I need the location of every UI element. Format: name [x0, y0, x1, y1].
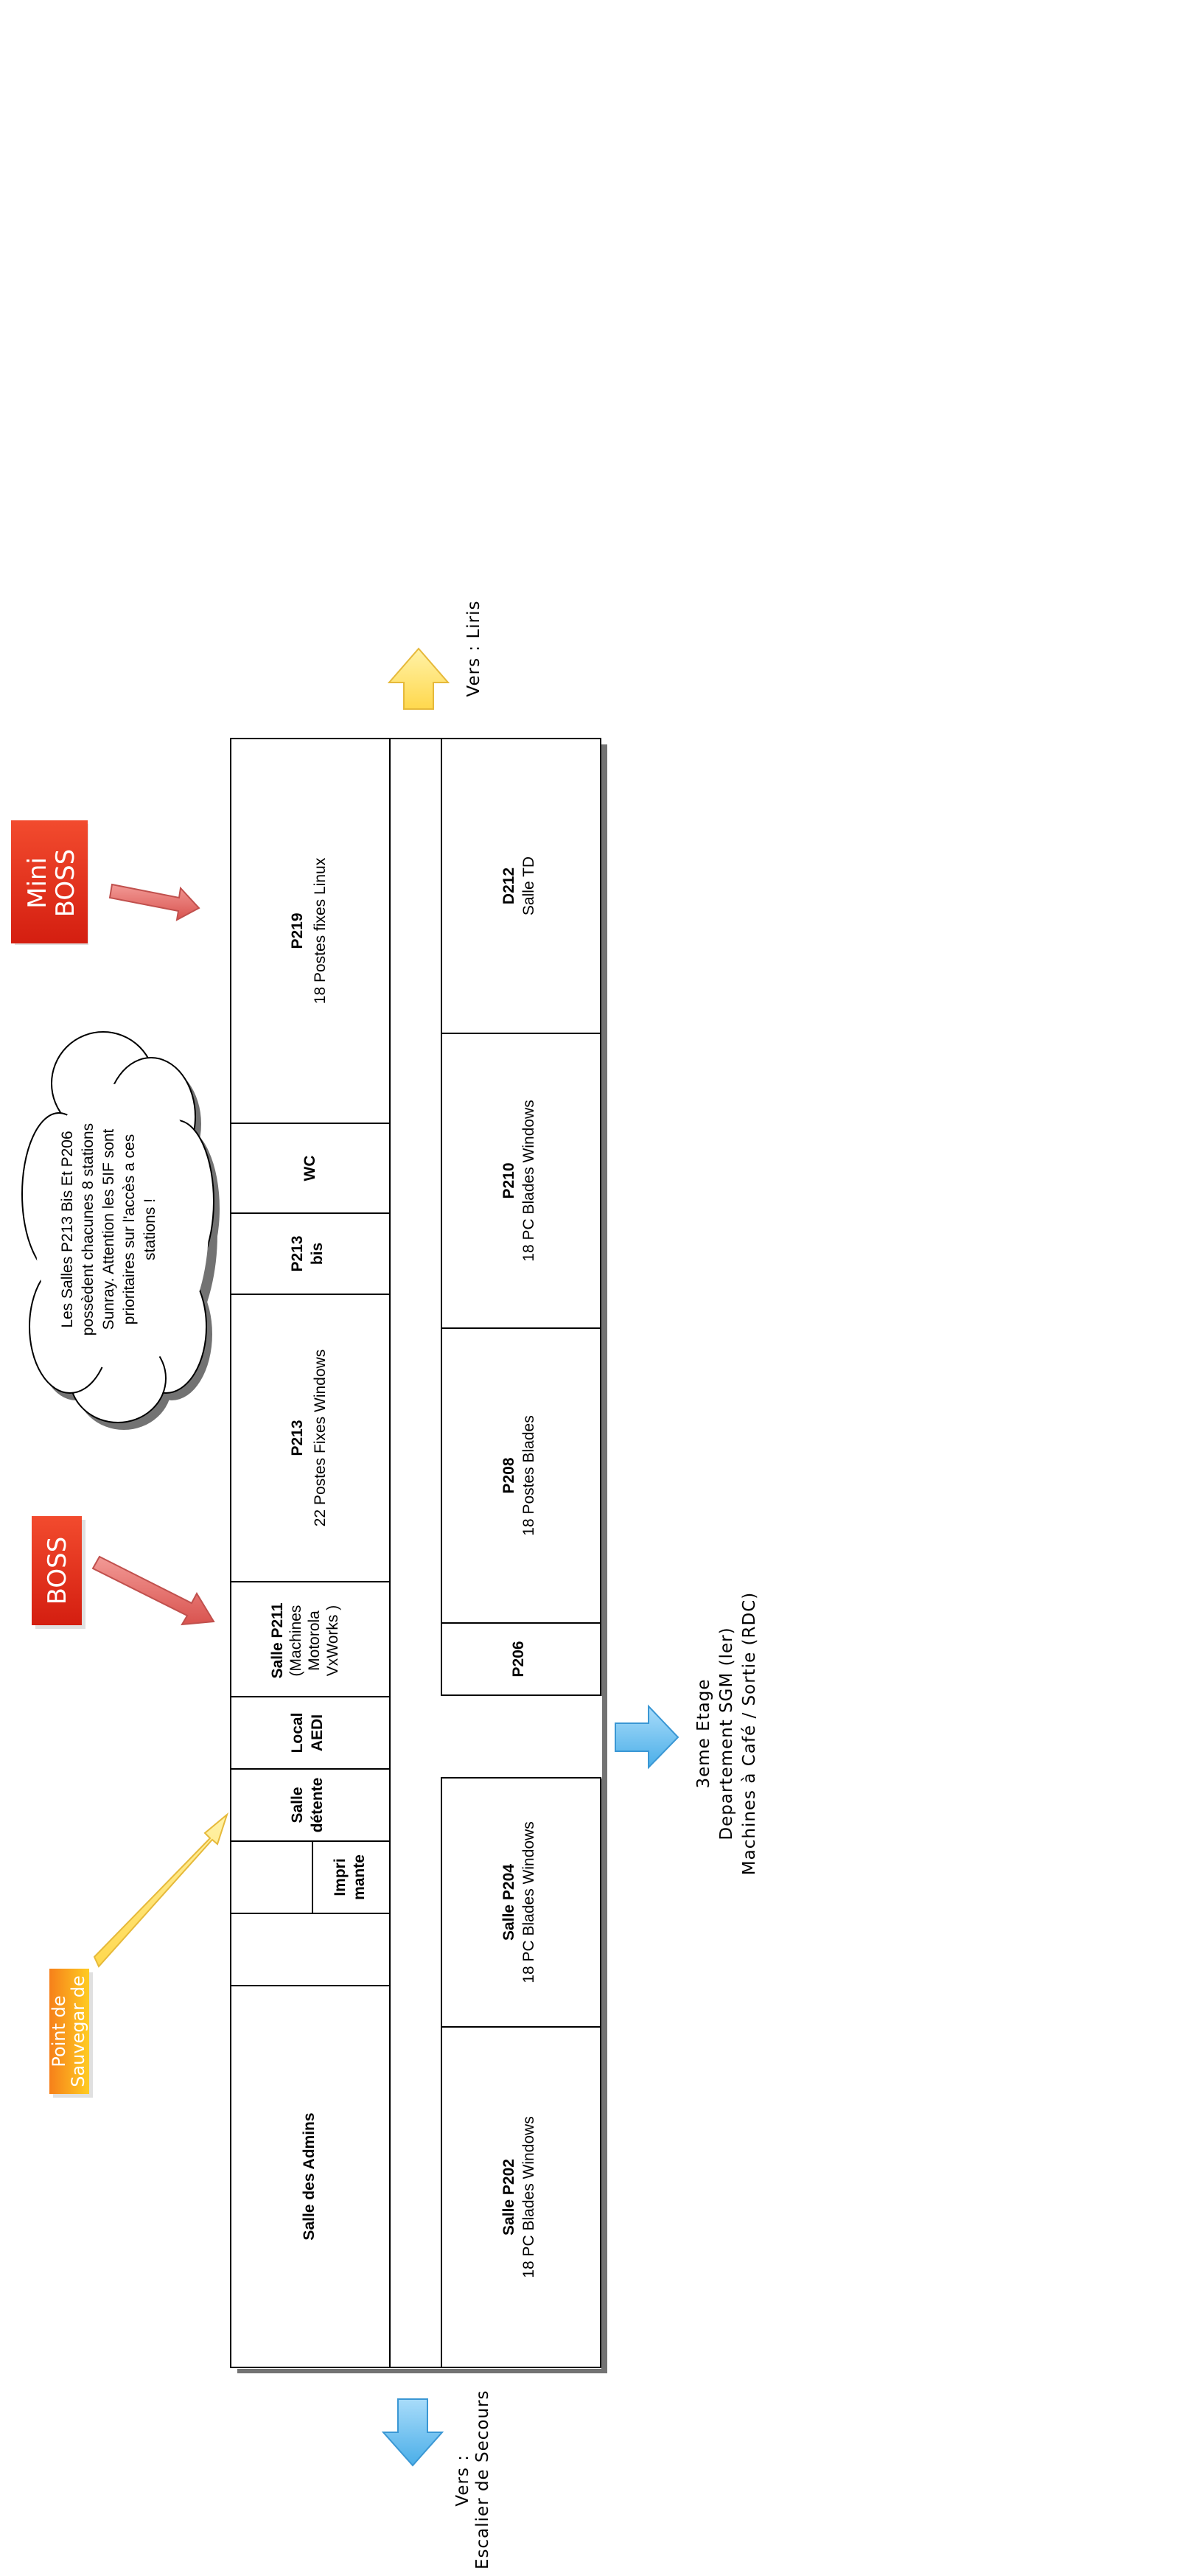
room-p211: Salle P211 (Machines Motorola VxWorks )	[230, 1581, 391, 1697]
boss-text: BOSS	[43, 1537, 72, 1605]
direction-liris: Vers : Liris	[464, 601, 483, 697]
p202-title: Salle P202	[500, 2159, 517, 2235]
room-p219: P219 18 Postes fixes Linux	[230, 738, 391, 1124]
room-p204: Salle P204 18 PC Blades Windows	[441, 1777, 601, 2028]
detente-line2: détente	[309, 1778, 326, 1833]
point-line2: Sauvegar de	[68, 1975, 88, 2087]
cloud-line-3: Sunray. Attention les 5IF sont	[100, 1128, 117, 1330]
direction-etage-line1: 3eme Etage	[694, 1678, 713, 1788]
room-p213-bis: P213 bis	[230, 1212, 391, 1295]
p202-subtitle: 18 PC Blades Windows	[520, 2116, 537, 2277]
p208-title: P208	[500, 1457, 517, 1493]
p211-line2: Motorola	[306, 1610, 323, 1671]
room-local-aedi: Local AEDI	[230, 1696, 391, 1770]
point-de-sauvegarde-badge: Point de Sauvegar de	[49, 1969, 93, 2098]
room-p210: P210 18 PC Blades Windows	[441, 1033, 601, 1329]
arrow-down-icon	[381, 2398, 444, 2467]
direction-etage-line3: Machines à Café / Sortie (RDC)	[740, 1592, 759, 1875]
room-wc: WC	[230, 1123, 391, 1214]
mini-boss-badge: Mini BOSS	[11, 820, 88, 945]
p213bis-line2: bis	[309, 1243, 326, 1265]
cloud-line-2: possèdent chacunes 8 stations	[80, 1123, 97, 1336]
p211-line1: (Machines	[287, 1605, 304, 1677]
red-arrow-icon	[108, 883, 200, 921]
wc-title: WC	[301, 1156, 318, 1181]
p208-subtitle: 18 Postes Blades	[520, 1415, 537, 1535]
p204-subtitle: 18 PC Blades Windows	[520, 1821, 537, 1983]
aedi-line1: Local	[289, 1713, 306, 1753]
p211-title: Salle P211	[269, 1602, 286, 1678]
room-d212: D212 Salle TD	[441, 738, 601, 1034]
mini-boss-line2: BOSS	[51, 849, 80, 918]
room-p208: P208 18 Postes Blades	[441, 1327, 601, 1624]
room-p202: Salle P202 18 PC Blades Windows	[441, 2026, 601, 2368]
room-p206: P206	[441, 1622, 601, 1696]
p206-title: P206	[510, 1641, 527, 1677]
p219-title: P219	[289, 912, 306, 949]
gap-entrance	[440, 1696, 602, 1779]
room-imprimante: Impri mante	[230, 1840, 391, 1986]
p219-subtitle: 18 Postes fixes Linux	[312, 857, 329, 1004]
direction-secours-line2: Escalier de Secours	[473, 2390, 492, 2570]
p213-subtitle: 22 Postes Fixes Windows	[312, 1350, 329, 1526]
aedi-line2: AEDI	[309, 1714, 326, 1751]
room-p213: P213 22 Postes Fixes Windows	[230, 1294, 391, 1582]
p210-subtitle: 18 PC Blades Windows	[520, 1100, 537, 1261]
room-salle-des-admins: Salle des Admins	[230, 1985, 391, 2368]
p213-title: P213	[289, 1420, 306, 1456]
boss-badge: BOSS	[32, 1516, 85, 1629]
red-arrow-icon	[91, 1555, 215, 1626]
mini-boss-line1: Mini	[23, 857, 52, 909]
d212-title: D212	[500, 868, 517, 904]
direction-etage-line2: Departement SGM (ler)	[717, 1627, 736, 1840]
d212-subtitle: Salle TD	[520, 856, 537, 915]
p211-line3: VxWorks )	[324, 1605, 341, 1676]
yellow-arrow-icon	[93, 1812, 229, 1968]
room-salle-detente: Salle détente	[230, 1768, 391, 1842]
point-line1: Point de	[49, 1995, 69, 2067]
arrow-up-icon	[387, 647, 450, 710]
cloud-line-1: Les Salles P213 Bis Et P206	[59, 1131, 76, 1327]
admins-title: Salle des Admins	[301, 2112, 318, 2240]
imprimante-line1: Impri	[332, 1858, 349, 1896]
cloud-line-4: prioritaires sur l'accès a ces	[121, 1134, 138, 1324]
imprimante-line2: mante	[351, 1854, 368, 1900]
cloud-line-5: stations !	[141, 1198, 158, 1260]
direction-secours-line1: Vers :	[453, 2454, 472, 2507]
p204-title: Salle P204	[500, 1864, 517, 1941]
p213bis-line1: P213	[289, 1235, 306, 1271]
arrow-right-icon	[615, 1704, 679, 1770]
p210-title: P210	[500, 1162, 517, 1198]
detente-line1: Salle	[289, 1787, 306, 1823]
cloud-callout: Les Salles P213 Bis Et P206 possèdent ch…	[21, 1031, 220, 1430]
